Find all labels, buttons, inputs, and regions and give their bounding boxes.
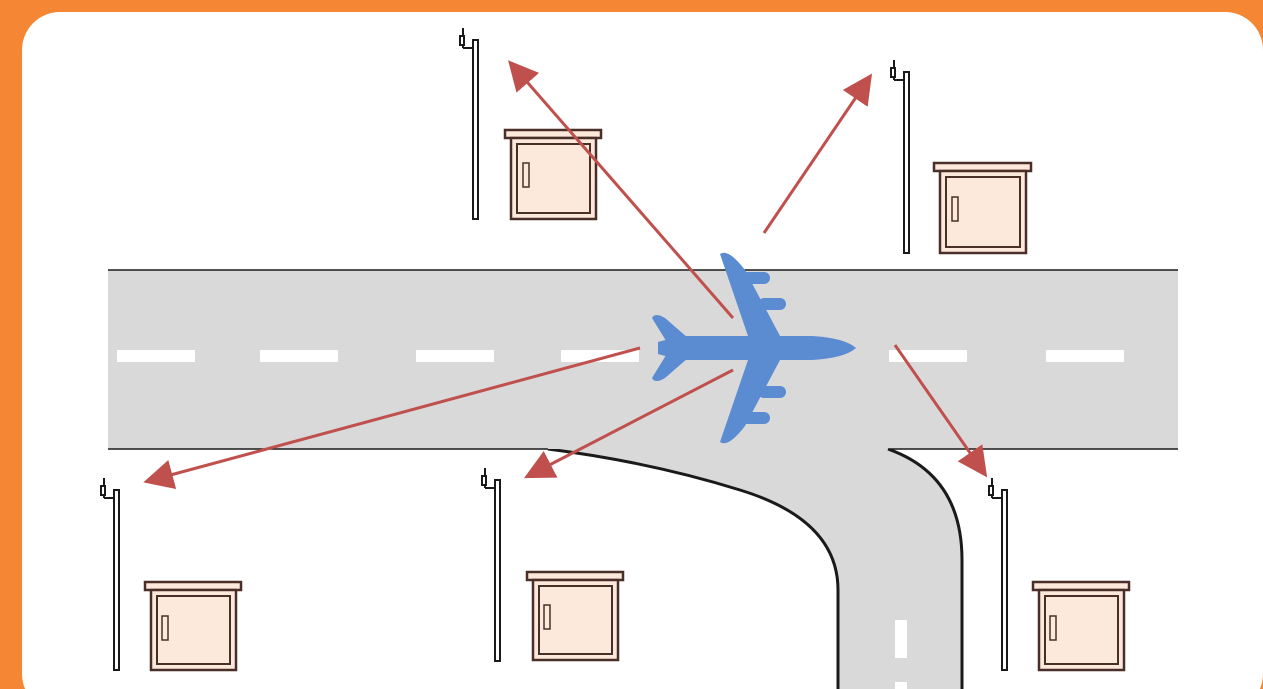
signal-paths [143,60,988,489]
taxiway [547,447,964,689]
taxiway-centerline-dash [895,682,907,689]
station-top-right [890,60,1033,255]
runway [108,269,1178,450]
station-bottom-left [100,478,243,672]
taxiway-centerline-dash [895,620,907,658]
equipment-cabinet-icon [525,570,625,662]
equipment-cabinet-icon [1031,580,1131,672]
signal-arrow [893,344,988,478]
signal-arrow [762,73,873,234]
signal-arrow [524,368,734,479]
equipment-cabinet-icon [932,161,1033,255]
antenna-mast-icon [890,60,910,254]
station-bottom-center [481,468,625,662]
runway-centerline-dash [416,350,494,362]
antenna-mast-icon [459,28,479,220]
equipment-cabinet-icon [143,580,243,672]
antenna-mast-icon [481,468,501,662]
station-bottom-right [988,478,1131,672]
station-top-left [459,28,603,221]
runway-centerline-dash [260,350,338,362]
taxiway-left-edge [547,447,840,689]
signal-arrow [143,346,641,489]
runway-centerline-dash [889,350,967,362]
runway-centerline-dash [117,350,195,362]
taxiway-right-edge [887,447,964,689]
signal-arrow [508,60,735,319]
antenna-mast-icon [100,478,120,671]
airplane-icon [652,252,856,444]
antenna-mast-icon [988,478,1008,671]
runway-centerline-dash [1046,350,1124,362]
equipment-cabinet-icon [503,128,603,221]
